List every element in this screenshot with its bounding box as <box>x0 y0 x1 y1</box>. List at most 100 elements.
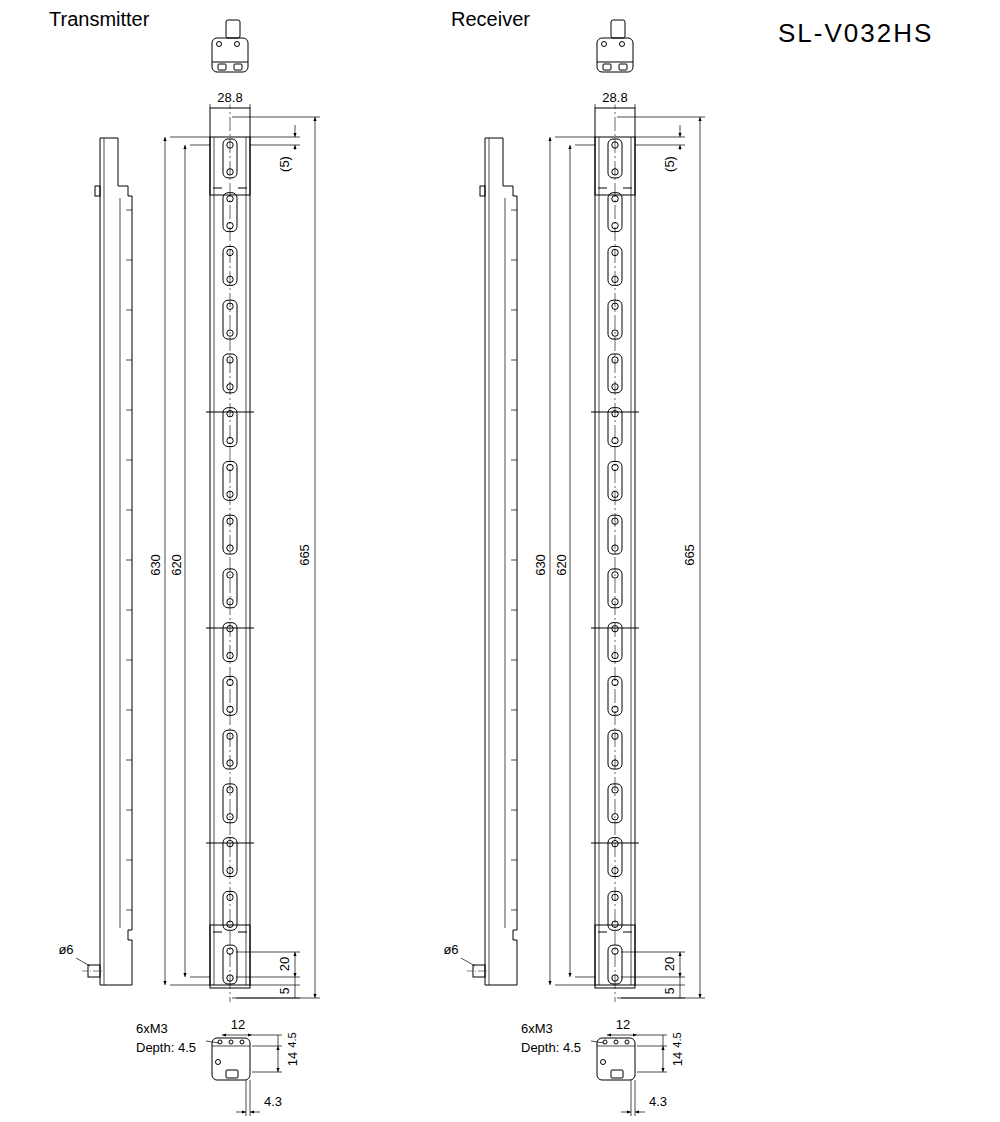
outline-line <box>126 410 132 411</box>
extension-line <box>635 145 685 146</box>
dimension: 4.3 <box>648 1094 668 1109</box>
top-view-detail <box>603 64 611 70</box>
outline-line <box>511 810 517 811</box>
extension-line <box>170 985 210 986</box>
extension-line <box>637 1035 667 1036</box>
extension-line <box>236 998 300 999</box>
extension-line <box>637 1046 667 1047</box>
sensor-unit <box>461 20 705 1116</box>
outline-line <box>511 660 517 661</box>
outline-line <box>511 510 517 511</box>
dimension: 14 <box>670 1051 685 1067</box>
outline-line <box>511 260 517 261</box>
extension-line <box>250 145 300 146</box>
screw-hole <box>229 1040 233 1044</box>
extension-line <box>190 145 210 146</box>
note: Depth: 4.5 <box>520 1040 582 1055</box>
outline-line <box>212 62 248 63</box>
outline-line <box>126 860 132 861</box>
dimension: 620 <box>554 553 569 577</box>
dimension: 28.8 <box>601 90 628 105</box>
extension-line <box>236 952 300 953</box>
outline-line <box>126 510 132 511</box>
screw <box>602 42 607 47</box>
screw-hole <box>614 1040 618 1044</box>
top-view-tab <box>226 20 240 38</box>
outline-line <box>126 760 132 761</box>
dimension-line <box>607 1035 637 1036</box>
outline-line <box>511 760 517 761</box>
outline-line <box>599 137 600 985</box>
outline-line <box>238 932 247 933</box>
outline-line <box>126 660 132 661</box>
dimension-line <box>295 145 296 150</box>
extension-line <box>621 977 685 978</box>
extension-line <box>595 104 596 108</box>
bottom-view-detail <box>226 1070 238 1078</box>
dimension: 14 <box>285 1051 300 1067</box>
side-view-notch <box>95 186 100 196</box>
dimension: 620 <box>169 553 184 577</box>
outline-line <box>511 360 517 361</box>
extension-line <box>621 952 685 953</box>
outline-line <box>511 910 517 911</box>
extension-line <box>252 1046 282 1047</box>
leader-line <box>206 1041 219 1043</box>
extension-line <box>555 137 595 138</box>
dimension-line <box>250 1112 260 1113</box>
outline-line <box>126 210 132 211</box>
extension-line <box>232 117 320 118</box>
view-heading: Transmitter <box>48 8 150 30</box>
extension-line <box>250 1080 251 1116</box>
extension-line <box>635 104 636 108</box>
extension-line <box>575 977 595 978</box>
note: 6xM3 <box>135 1021 169 1036</box>
extension-line <box>637 1072 667 1073</box>
top-view-detail <box>218 64 226 70</box>
extension-line <box>250 985 300 986</box>
center-line <box>82 971 104 972</box>
screw-hole <box>625 1040 629 1044</box>
extension-line <box>250 137 300 138</box>
view-heading: Receiver <box>450 8 531 30</box>
dimension-line <box>680 977 681 998</box>
dimension-line <box>635 1112 645 1113</box>
screw <box>217 42 222 47</box>
outline-line <box>126 910 132 911</box>
side-view <box>100 138 132 985</box>
dimension-line <box>550 137 551 985</box>
outline-line <box>238 188 247 189</box>
outline-line <box>126 260 132 261</box>
outline-line <box>489 138 490 985</box>
dimension: ø6 <box>57 942 74 957</box>
outline-line <box>631 137 632 985</box>
outline-line <box>511 310 517 311</box>
outline-line <box>511 560 517 561</box>
dimension-line <box>295 952 296 977</box>
center-line <box>230 95 231 1002</box>
outline-line <box>126 810 132 811</box>
extension-line <box>575 145 595 146</box>
screw <box>620 42 625 47</box>
dimension: (5) <box>662 155 677 173</box>
dimension-line <box>680 145 681 150</box>
dimension: 4.5 <box>671 1031 684 1048</box>
dimension: 665 <box>297 543 312 567</box>
dimension-line <box>236 1112 246 1113</box>
extension-line <box>252 1035 282 1036</box>
dimension-line <box>680 952 681 977</box>
screw-hole <box>603 1040 607 1044</box>
outline-line <box>511 460 517 461</box>
leader-line <box>76 958 90 966</box>
extension-line <box>236 977 300 978</box>
outline-line <box>246 137 247 985</box>
side-view-notch <box>480 186 485 196</box>
extension-line <box>617 998 705 999</box>
dimension: (5) <box>277 155 292 173</box>
dimension-line <box>315 117 316 998</box>
outline-line <box>598 188 607 189</box>
outline-line <box>104 138 105 985</box>
outline-line <box>598 932 607 933</box>
center-line <box>615 95 616 1002</box>
